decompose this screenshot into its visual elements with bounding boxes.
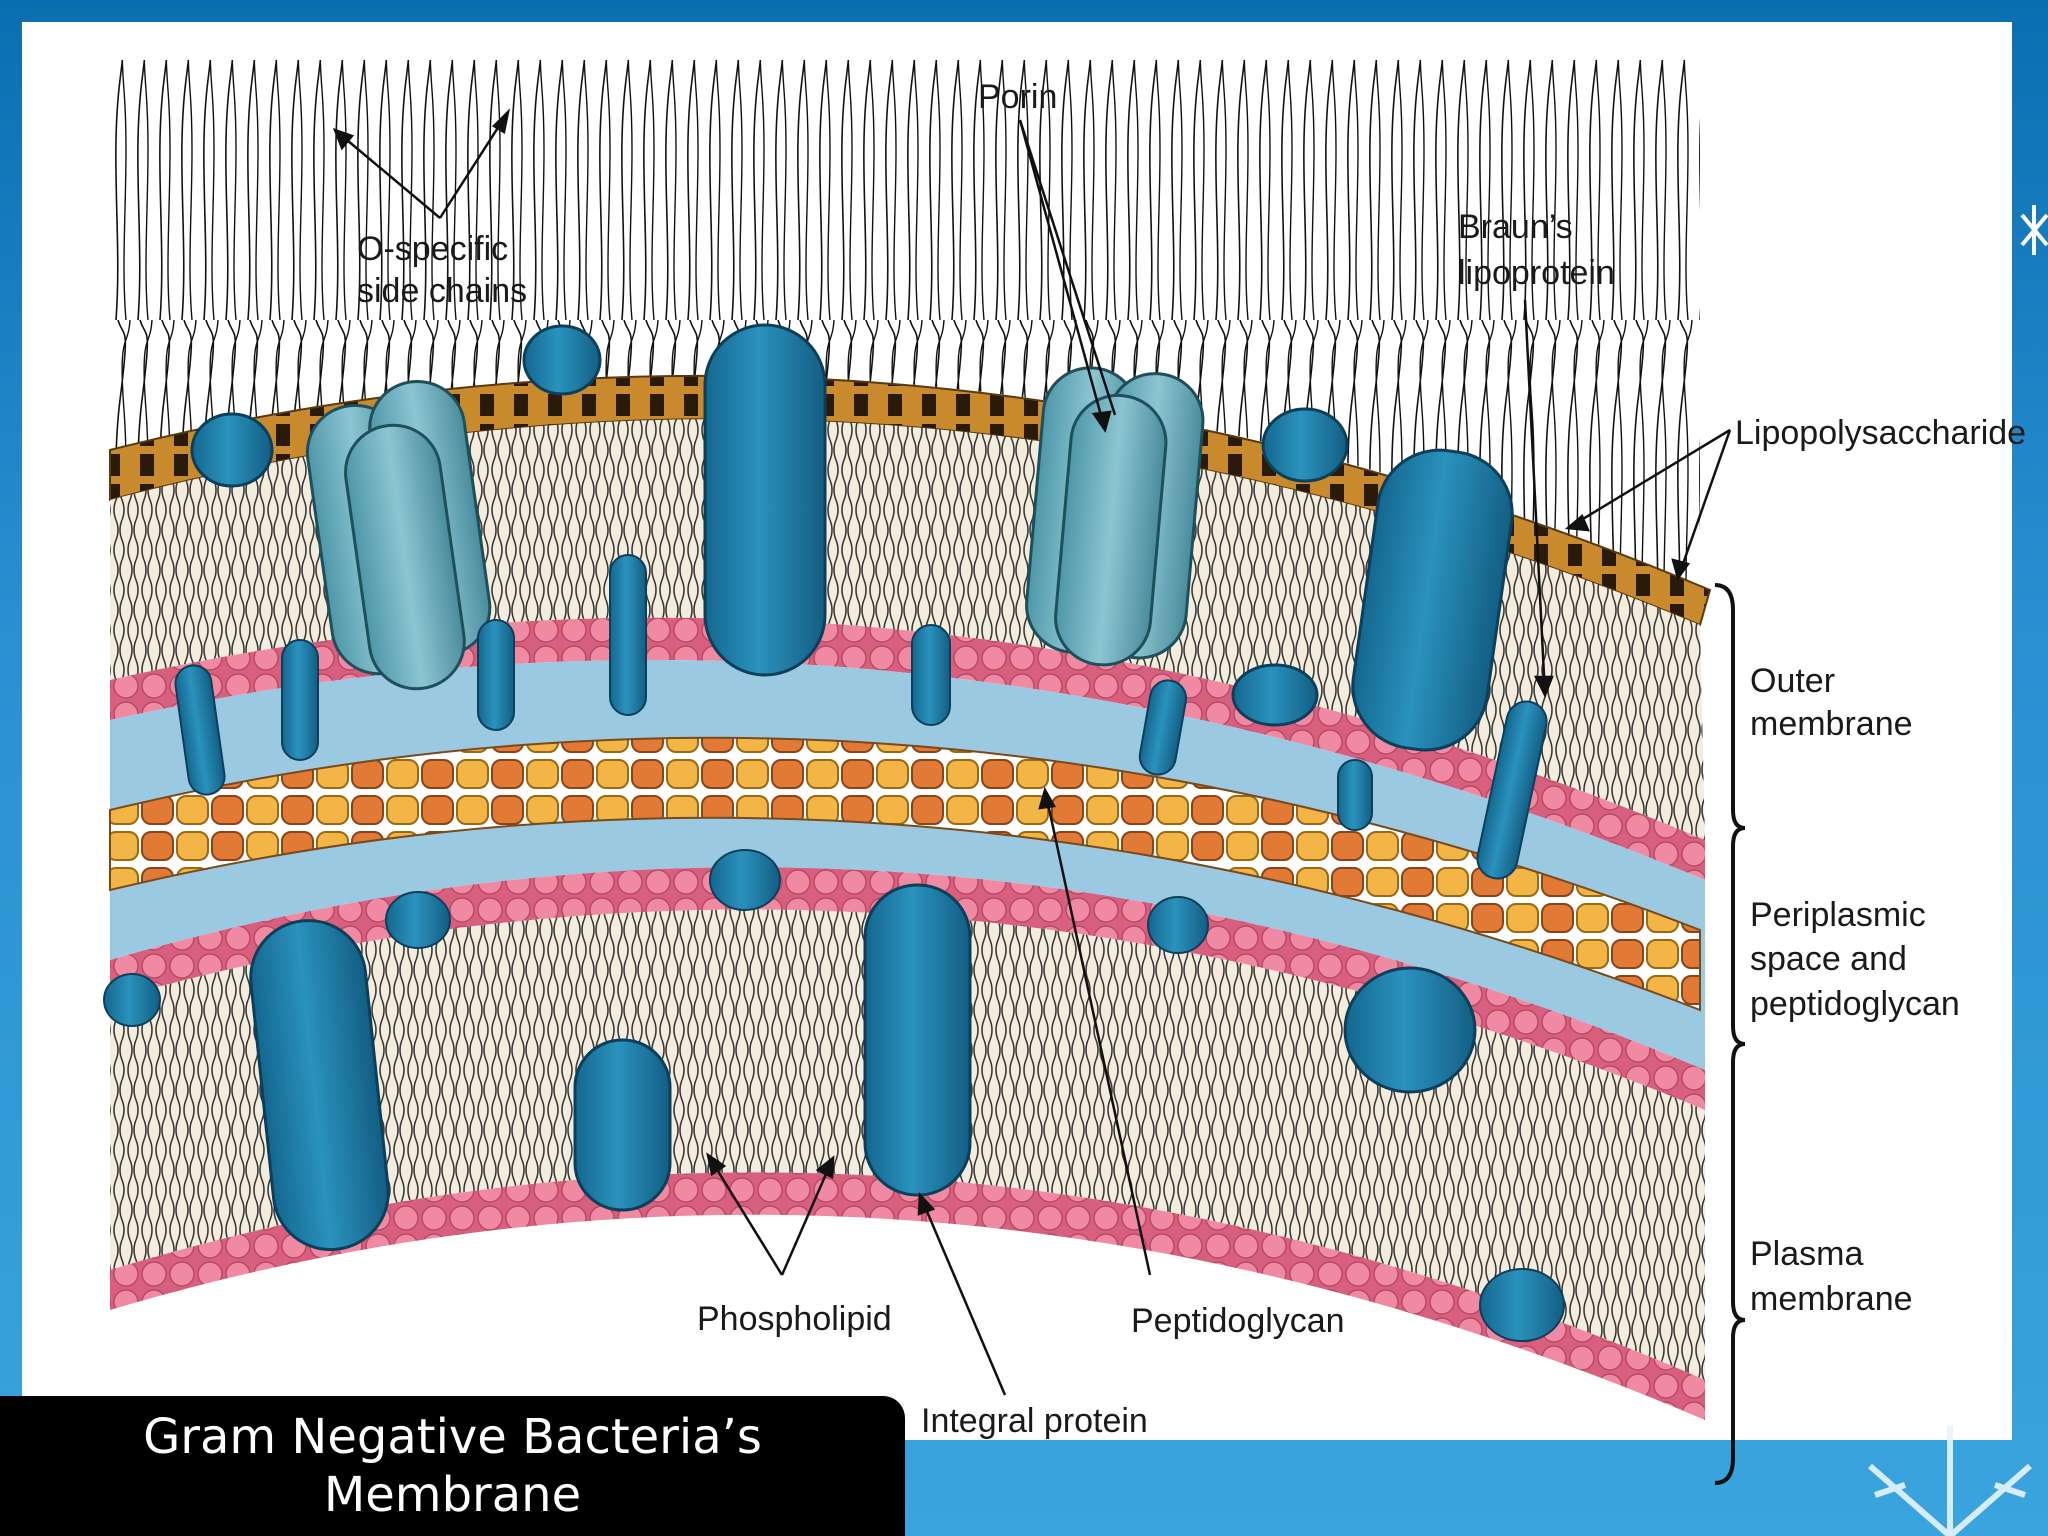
label-plasma-membrane: membrane [1750,1280,1913,1318]
surface-protein [190,412,274,488]
surface-protein [522,324,602,396]
lipoprotein [174,664,226,796]
label-outer-membrane: membrane [1750,705,1913,743]
porin [305,379,492,691]
snowflake-icon [2020,205,2048,255]
slide-title: Gram Negative Bacteria’s Membrane [143,1409,762,1523]
integral-protein [703,323,827,677]
porin [1025,366,1205,667]
outer-membrane-tails [110,419,1705,840]
snowflake-icon [1868,1426,2032,1536]
label-peptidoglycan: Peptidoglycan [1131,1302,1345,1340]
label-periplasmic-space: space and [1750,940,1907,978]
peripheral-protein [1479,1268,1565,1342]
slide-title-box: Gram Negative Bacteria’s Membrane [0,1396,905,1536]
peripheral-protein [1147,896,1209,954]
label-outer-membrane: Outer [1750,662,1835,700]
o-specific-side-chains [110,60,1700,585]
label-brauns-lipoprotein: lipoprotein [1458,254,1615,292]
brauns-lipoprotein [1476,700,1548,880]
peripheral-protein [385,891,451,949]
peripheral-protein [103,973,161,1027]
lipoprotein [477,619,515,731]
lipoprotein [1337,759,1373,831]
integral-protein [863,883,972,1197]
integral-protein [249,919,390,1252]
label-brauns-lipoprotein: Braun’s [1458,208,1573,246]
label-integral-protein: Integral protein [921,1402,1148,1440]
surface-protein [1261,407,1349,483]
peptidoglycan-layer [109,736,1701,1012]
lipoprotein [1138,679,1188,776]
peripheral-protein [709,849,781,911]
layer-bracket [1714,583,1746,1485]
label-o-specific: side chains [357,272,527,310]
label-o-specific: O-specific [357,230,508,268]
leader-lines [332,108,1732,1396]
label-periplasmic-space: peptidoglycan [1750,985,1960,1023]
outer-membrane-heads [110,617,1705,880]
integral-protein [573,1038,672,1212]
lipoprotein [281,639,319,761]
label-plasma-membrane: Plasma [1750,1235,1863,1273]
label-lipopolysaccharide: Lipopolysaccharide [1735,414,2026,452]
label-porin: Porin [978,78,1057,116]
lipoprotein [911,624,951,726]
integral-protein [1351,448,1514,752]
surface-protein [1231,663,1319,727]
lipoprotein [609,554,647,716]
peripheral-protein [1343,966,1477,1094]
plasma-membrane-heads-inner [110,1172,1705,1420]
label-periplasmic-space: Periplasmic [1750,896,1926,934]
label-phospholipid: Phospholipid [697,1300,892,1338]
